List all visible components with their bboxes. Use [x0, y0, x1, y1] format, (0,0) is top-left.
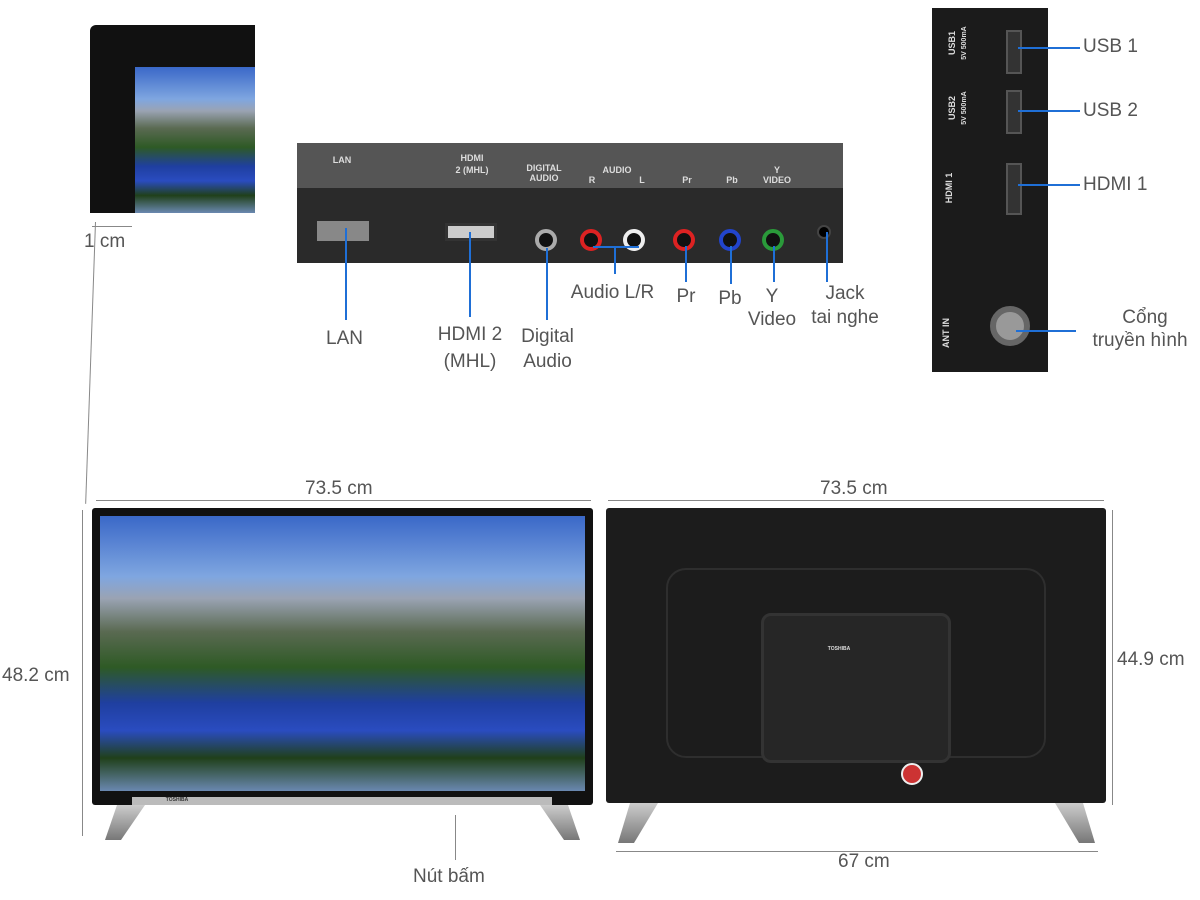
dimension-line [85, 221, 96, 504]
callout-pr: Pr [676, 286, 696, 307]
callout-usb1: USB 1 [1083, 36, 1138, 57]
callout-digital-audio-2: Audio [523, 351, 572, 372]
panel-label-audio-r: R [588, 175, 596, 185]
dimension-line [455, 815, 456, 860]
callout-line [730, 246, 732, 284]
callout-y: Y [765, 286, 779, 307]
dimension-line [608, 500, 1104, 501]
corner-inset [90, 25, 255, 213]
panel-label-pr: Pr [682, 175, 692, 185]
panel-label-audio: AUDIO [602, 165, 632, 175]
callout-jack-2: tai nghe [811, 307, 879, 328]
front-brand: TOSHIBA [165, 797, 189, 803]
callout-line [1018, 110, 1080, 112]
panel-label-y-video: Y VIDEO [762, 165, 791, 185]
callout-line [469, 232, 471, 317]
callout-line [1016, 330, 1076, 332]
panel-label-pb: Pb [726, 175, 738, 185]
callout-line [546, 248, 548, 320]
dimension-line [82, 510, 83, 836]
back-height-label: 44.9 cm [1117, 649, 1185, 670]
callout-line [1018, 184, 1080, 186]
callout-antenna-2: truyền hình [1092, 330, 1188, 351]
audio-r-port [580, 229, 602, 251]
hdmi2-port [445, 223, 497, 241]
callout-digital-audio: Digital [521, 326, 574, 347]
callout-line [773, 246, 775, 282]
corner-inset-screen [135, 67, 255, 213]
dimension-line [1112, 510, 1113, 805]
front-height-label: 48.2 cm [2, 664, 70, 688]
tv-back: TOSHIBA [606, 508, 1106, 803]
back-brand: TOSHIBA [827, 646, 851, 652]
decor-shape [132, 797, 552, 805]
callout-line [614, 246, 616, 274]
warning-sticker [901, 763, 923, 785]
panel-label-usb2: USB2 [947, 96, 957, 121]
panel-label-usb1-spec: 5V 500mA [961, 26, 968, 60]
front-width-label: 73.5 cm [305, 478, 373, 499]
panel-label-usb1: USB1 [947, 31, 957, 56]
back-width-label: 73.5 cm [820, 478, 888, 499]
callout-usb2: USB 2 [1083, 100, 1138, 121]
callout-line [345, 228, 347, 320]
panel-label-lan: LAN [332, 155, 352, 165]
dimension-line [616, 851, 1098, 852]
headphone-jack-port [817, 225, 831, 239]
callout-lan: LAN [326, 328, 363, 349]
callout-audio-lr: Audio L/R [570, 282, 655, 303]
back-connector-panel: TOSHIBA [761, 613, 951, 763]
panel-label-hdmi1: HDMI 1 [944, 172, 954, 204]
panel-label-hdmi-mhl: 2 (MHL) [455, 165, 489, 175]
audio-l-port [623, 229, 645, 251]
callout-y-video: Video [747, 309, 797, 330]
hdmi1-port [1006, 163, 1022, 215]
front-stand-right [540, 805, 580, 840]
panel-label-audio-l: L [639, 175, 645, 185]
callout-pb: Pb [718, 288, 742, 309]
antenna-port [990, 306, 1030, 346]
dimension-line [96, 500, 591, 501]
callout-hdmi2-mhl: (MHL) [443, 351, 497, 372]
stand-width-label: 67 cm [838, 851, 890, 872]
callout-antenna: Cổng [1122, 307, 1168, 328]
tv-front-screen [100, 516, 585, 791]
usb2-port [1006, 90, 1022, 134]
side-port-panel: USB1 5V 500mA USB2 5V 500mA HDMI 1 ANT I… [932, 8, 1048, 372]
back-stand-left [618, 803, 658, 843]
callout-line [685, 246, 687, 282]
panel-label-hdmi: HDMI [460, 153, 484, 163]
back-stand-right [1055, 803, 1095, 843]
panel-label-usb2-spec: 5V 500mA [961, 91, 968, 125]
dimension-line [92, 226, 132, 227]
tv-front: TOSHIBA [92, 508, 593, 805]
front-port-panel: LAN HDMI 2 (MHL) DIGITAL AUDIO AUDIO R L… [297, 143, 843, 263]
callout-hdmi1: HDMI 1 [1083, 174, 1148, 195]
front-stand-left [105, 805, 145, 840]
callout-hdmi2: HDMI 2 [437, 324, 503, 345]
callout-line [593, 246, 639, 248]
pr-port [673, 229, 695, 251]
button-callout: Nút bấm [413, 866, 485, 887]
decor-shape [297, 143, 843, 188]
callout-line [1018, 47, 1080, 49]
lan-port [317, 221, 369, 241]
panel-label-digital-audio: DIGITAL AUDIO [526, 163, 562, 183]
corner-dimension-label: 1 cm [84, 231, 126, 252]
usb1-port [1006, 30, 1022, 74]
callout-jack: Jack [825, 283, 865, 304]
panel-label-ant-in: ANT IN [941, 318, 951, 348]
callout-line [826, 232, 828, 282]
